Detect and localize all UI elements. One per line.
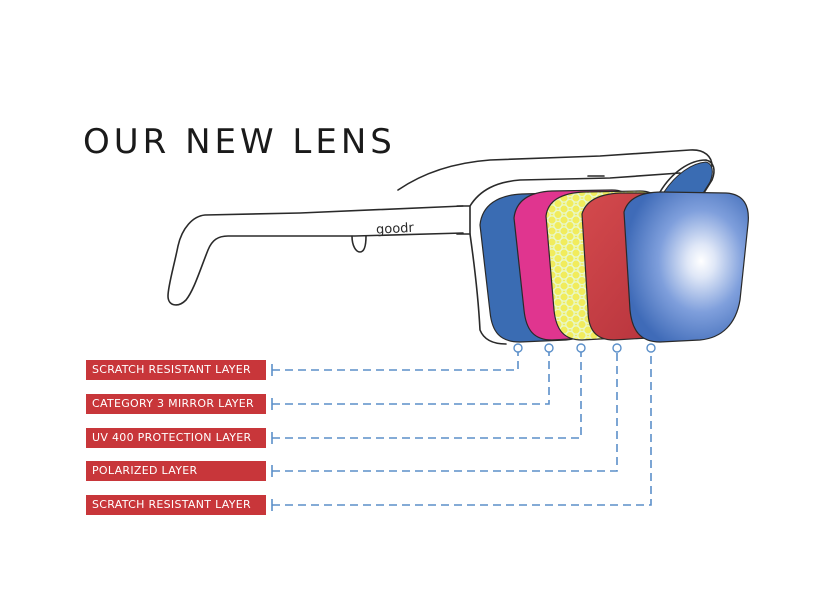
- leader-line-2: [272, 352, 550, 405]
- frame-top: [397, 149, 713, 191]
- temple-arm: [167, 205, 464, 306]
- brand-logo: goodr: [376, 221, 415, 238]
- lens-layer-scratch-front: [623, 191, 749, 343]
- leader-line-3: [272, 352, 582, 439]
- leader-line-5: [272, 352, 652, 506]
- far-lens: [659, 159, 715, 197]
- leader-line-4: [272, 352, 618, 472]
- leader-lines: [272, 352, 652, 506]
- layer-label-polarized: POLARIZED LAYER: [86, 461, 266, 481]
- frame-top-inner: [469, 172, 681, 207]
- hinge-block: [456, 205, 471, 235]
- layer-label-category-3-mirror: CATEGORY 3 MIRROR LAYER: [86, 394, 266, 414]
- page-title: OUR NEW LENS: [83, 122, 396, 162]
- frame-side: [469, 233, 507, 345]
- layer-label-uv-400-protection: UV 400 PROTECTION LAYER: [86, 428, 266, 448]
- leader-line-1: [272, 352, 519, 371]
- layer-label-scratch-resistant-rear: SCRATCH RESISTANT LAYER: [86, 360, 266, 380]
- hinge-bump: [351, 235, 367, 253]
- layer-label-scratch-resistant-front: SCRATCH RESISTANT LAYER: [86, 495, 266, 515]
- sunglasses-frame: [167, 149, 715, 345]
- far-lens-tint: [663, 161, 713, 199]
- leader-dots: [513, 343, 656, 353]
